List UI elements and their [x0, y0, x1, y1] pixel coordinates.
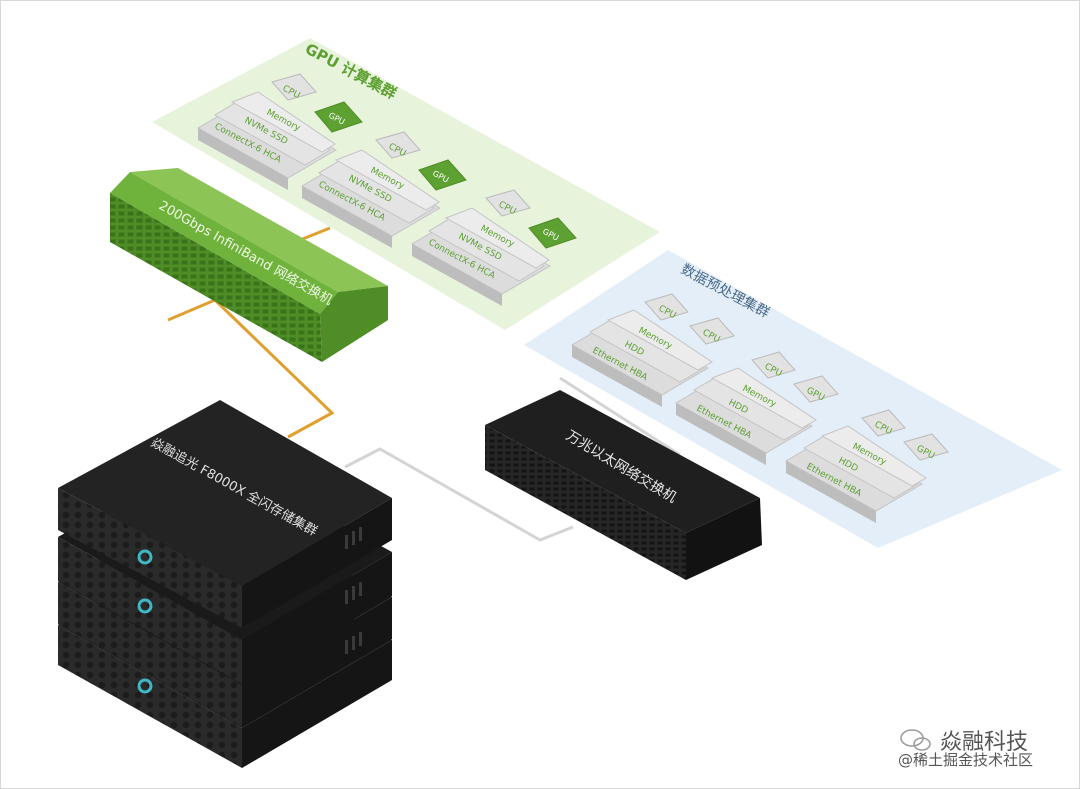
cpu-chip-icon: [485, 189, 531, 217]
storage-logo-icon: [137, 549, 153, 565]
preprocess-node-1: CPU CPU Memory HDD Ethernet HBA: [570, 293, 735, 407]
gpu-chip-icon: [903, 433, 949, 461]
cpu-chip-icon: [644, 293, 689, 321]
watermark-community: @稀土掘金技术社区: [898, 751, 1034, 769]
cpu-chip-icon: [689, 317, 735, 345]
gpu-chip-icon: [418, 159, 467, 191]
storage-logo-icon: [137, 678, 153, 694]
gpu-chip-icon: [528, 217, 577, 249]
cpu-chip-icon: [375, 131, 421, 159]
storage-logo-icon: [137, 598, 153, 614]
gpu-node-1: CPU GPU Memory NVMe SSD ConnectX-6 HCA: [196, 73, 363, 190]
cpu-chip-icon: [861, 409, 906, 437]
ethernet-uplink-cable: [559, 376, 681, 457]
watermark-brand: 焱融科技: [940, 730, 1029, 755]
cpu-chip-icon: [271, 73, 317, 101]
wechat-icon: [900, 729, 931, 751]
preprocess-cluster-panel: [524, 250, 1062, 548]
infiniband-cable: [167, 298, 335, 439]
infiniband-uplink-cable: [299, 226, 331, 242]
gpu-chip-icon: [314, 101, 363, 133]
preprocess-node-3: CPU GPU Memory HDD Ethernet HBA: [784, 409, 949, 523]
ethernet-switch: 万兆以太网络交换机: [485, 390, 762, 580]
gpu-chip-icon: [793, 375, 839, 403]
ethernet-cable: [344, 447, 574, 542]
gpu-node-3: CPU GPU Memory NVMe SSD ConnectX-6 HCA: [410, 189, 577, 306]
storage-cluster: 焱融追光 F8000X 全闪存储集群: [58, 400, 392, 768]
cpu-chip-icon: [751, 351, 796, 379]
